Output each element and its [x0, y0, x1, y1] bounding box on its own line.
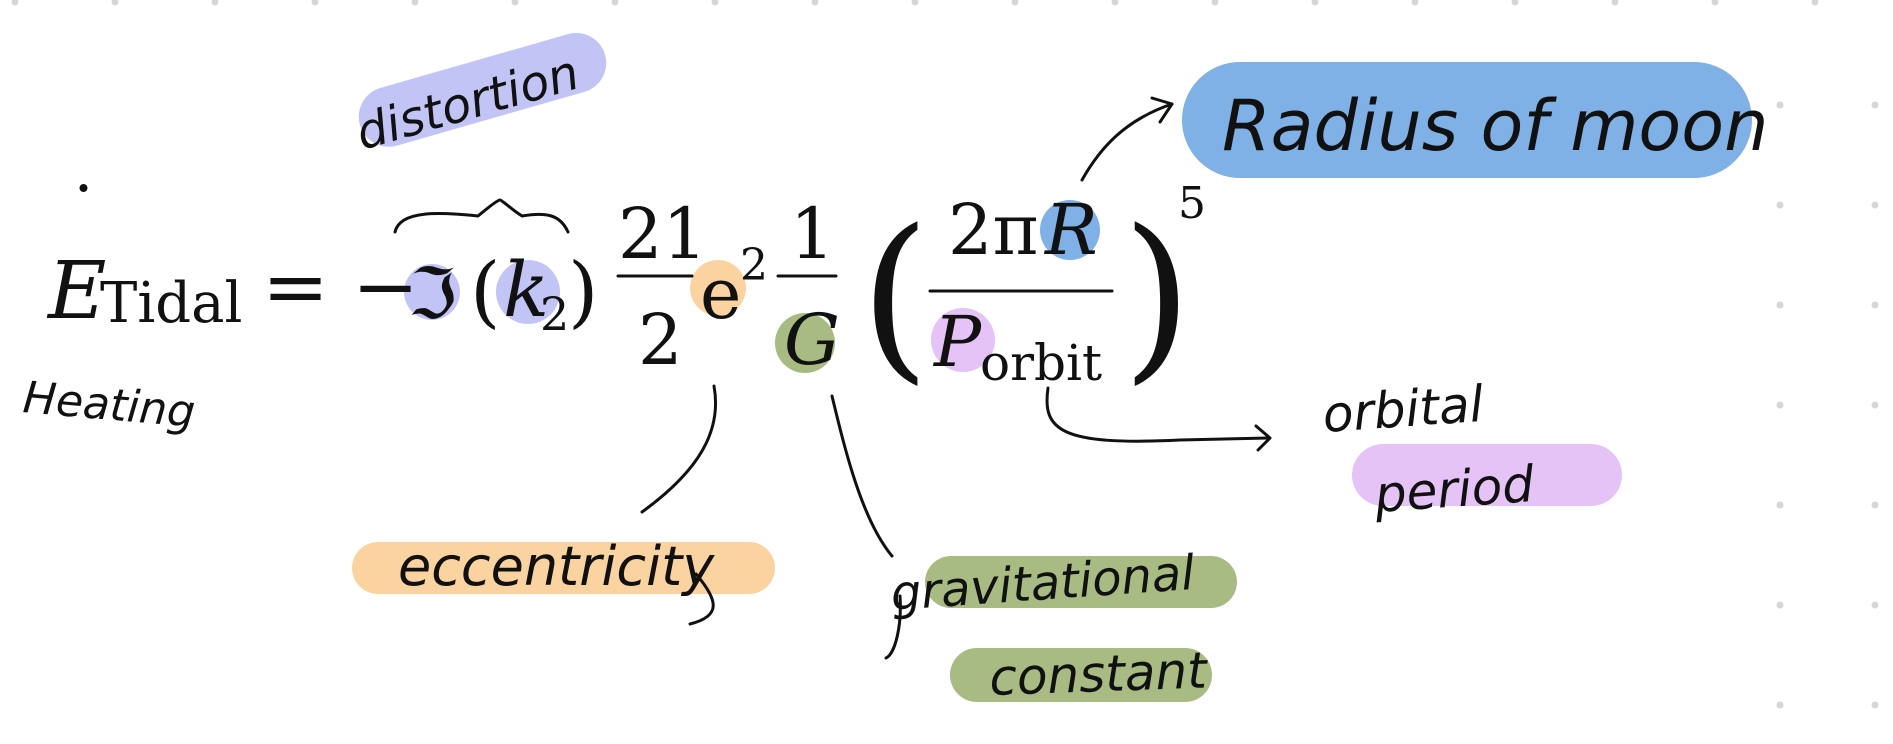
eccentricity-label: eccentricity: [398, 535, 715, 598]
grid-dot: [1211, 0, 1219, 6]
grid-dot: [1871, 101, 1879, 109]
radius-label: Radius of moon: [1222, 85, 1768, 167]
frac2-numerator: 1: [790, 193, 835, 275]
grid-dot: [411, 0, 419, 6]
k2-highlight: [496, 260, 560, 324]
grid-dot: [1871, 501, 1879, 509]
grid-dot: [1011, 0, 1019, 6]
grid-dot: [1776, 301, 1784, 309]
grid-dot: [911, 0, 919, 6]
constant-label: constant: [988, 641, 1210, 707]
grid-dot: [711, 0, 719, 6]
grid-dot: [1776, 501, 1784, 509]
grid-dot: [1776, 401, 1784, 409]
grid-dot: [1871, 601, 1879, 609]
frac1-denominator: 2: [638, 299, 683, 381]
eccentricity-highlight: [352, 542, 775, 594]
period-arrow: [1045, 386, 1270, 443]
frac3-denominator-subscript: orbit: [980, 334, 1102, 392]
frac3-numerator-r: R: [1043, 189, 1098, 271]
grid-dot: [1871, 301, 1879, 309]
grid-dot: [111, 0, 119, 6]
period-highlight: [1352, 444, 1622, 506]
grid-dot: [11, 0, 19, 6]
k-symbol: k: [503, 245, 549, 334]
period-arrowhead: [1254, 424, 1272, 452]
big-open-paren: (: [860, 192, 930, 401]
radius-arrowhead: [1150, 96, 1174, 124]
overbrace: [393, 198, 570, 234]
grid-dot: [1311, 0, 1319, 6]
orbital-label: orbital: [1321, 375, 1486, 444]
lhs-dot: ˙: [66, 173, 101, 255]
grid-dot: [611, 0, 619, 6]
frac3-numerator-2pi: 2π: [948, 189, 1039, 271]
grid-dot: [1776, 201, 1784, 209]
g-highlight: [775, 313, 835, 373]
grid-dot: [1711, 0, 1719, 6]
grid-dot: [1871, 201, 1879, 209]
constant-highlight: [950, 648, 1212, 702]
minus-sign: −: [352, 240, 419, 333]
grid-dot: [1871, 701, 1879, 709]
grid-dot: [1611, 0, 1619, 6]
grid-dot: [811, 0, 819, 6]
grid-dot: [1776, 701, 1784, 709]
frac3-denominator-p: P: [932, 301, 983, 383]
period-label: period: [1372, 455, 1536, 524]
close-paren: ): [568, 247, 598, 337]
gravitational-leader: [830, 394, 894, 558]
lhs-subscript: Tidal: [100, 271, 242, 336]
radius-arrow: [1080, 102, 1174, 182]
grid-dot: [1111, 0, 1119, 6]
p-highlight: [931, 308, 995, 372]
distortion-highlight: [358, 32, 607, 147]
gravitational-highlight: [925, 556, 1237, 608]
eccentricity-leader: [640, 384, 718, 514]
r-highlight: [1040, 200, 1100, 260]
lhs-symbol: E: [46, 244, 106, 337]
tidal-heating-equation: E ˙ Tidal = − ℑ ( k 2 ) 21 2 e 2 1 G ( 2…: [46, 173, 1206, 401]
grid-dot: [1411, 0, 1419, 6]
e-symbol: e: [700, 253, 741, 335]
grid-dot: [511, 0, 519, 6]
gravitational-label: gravitational: [889, 545, 1197, 622]
frac1-numerator: 21: [618, 193, 707, 275]
eccentricity-tail: [688, 572, 715, 626]
grid-dot: [311, 0, 319, 6]
radius-highlight: [1182, 62, 1752, 178]
big-close-paren: ): [1122, 192, 1192, 401]
k-subscript: 2: [540, 287, 569, 341]
distortion-label: distortion: [350, 45, 585, 162]
equals-sign: =: [262, 240, 329, 333]
grid-dot: [211, 0, 219, 6]
grid-dot: [1811, 0, 1819, 6]
e-exponent: 2: [740, 240, 768, 291]
gravitational-g-tail: [884, 594, 902, 660]
imag-symbol-highlight: [404, 264, 460, 320]
grid-dot: [1511, 0, 1519, 6]
e-highlight: [690, 260, 746, 316]
imag-part-symbol: ℑ: [408, 253, 457, 335]
grid-dot: [1776, 601, 1784, 609]
heating-label: Heating: [21, 372, 197, 438]
dot-grid-background: [11, 0, 1879, 709]
grid-dot: [1871, 401, 1879, 409]
frac2-denominator: G: [784, 299, 840, 381]
open-paren: (: [470, 247, 500, 337]
outer-exponent: 5: [1178, 178, 1206, 229]
grid-dot: [1776, 101, 1784, 109]
